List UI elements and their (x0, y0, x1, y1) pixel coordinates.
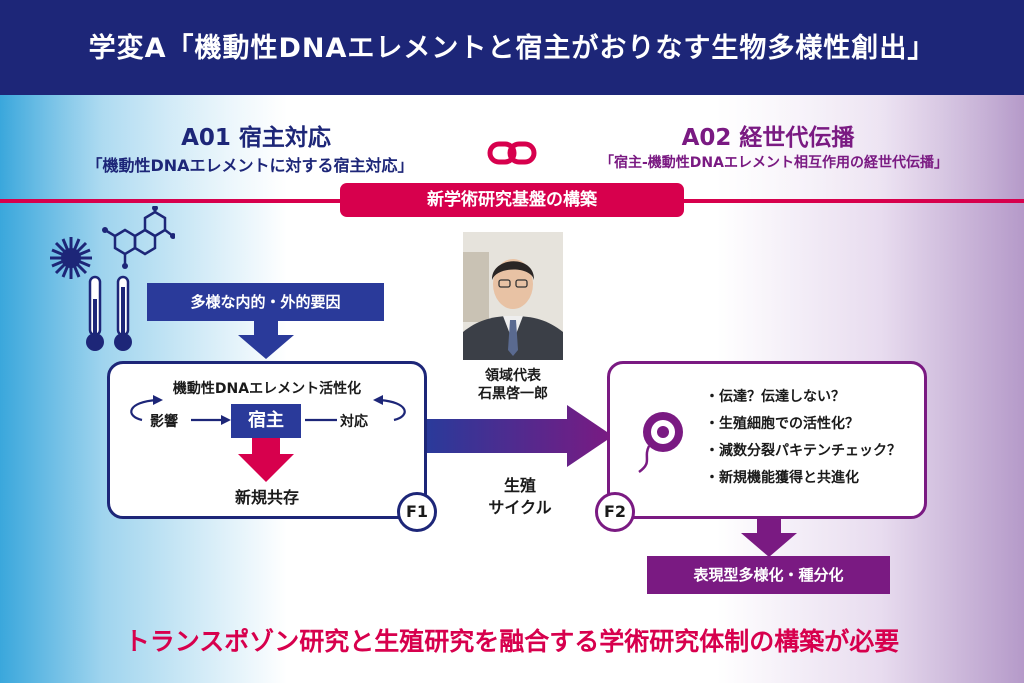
a01-title: A01 宿主対応 (181, 125, 331, 151)
factors-banner: 多様な内的・外的要因 (147, 283, 384, 321)
a02-subtitle: 「宿主-機動性DNAエレメント相互作用の経世代伝播」 (600, 155, 948, 171)
a02-title: A02 経世代伝播 (681, 125, 855, 151)
link-icon (487, 141, 537, 165)
cycle-line1: 生殖 (503, 476, 536, 495)
cycle-arrows (130, 395, 406, 425)
down-arrow-red (238, 438, 294, 482)
platform-label: 新学術研究基盤の構築 (340, 183, 684, 217)
page-title: 学変A「機動性DNAエレメントと宿主がおりなす生物多様性創出」 (88, 33, 936, 64)
a01-subtitle: 「機動性DNAエレメントに対する宿主対応」 (86, 156, 414, 175)
f2-item: ・新規機能獲得と共進化 (705, 470, 859, 486)
sperm-icon (638, 412, 683, 474)
down-arrow-blue (238, 321, 294, 359)
leader-name: 石黒啓一郎 (478, 386, 548, 402)
sun-icon (50, 237, 92, 279)
outcome-banner: 表現型多様化・種分化 (647, 556, 890, 594)
response-label: 対応 (340, 414, 368, 430)
f2-item: ・伝達？伝達しない？ (705, 389, 845, 405)
thermometer-icon (114, 275, 132, 351)
coexistence-label: 新規共存 (234, 488, 299, 507)
leader-role: 領域代表 (485, 368, 541, 384)
footer-message: トランスポゾン研究と生殖研究を融合する学術研究体制の構築が必要 (124, 627, 900, 656)
f1-badge: F1 (397, 492, 437, 532)
f2-badge: F2 (595, 492, 635, 532)
host-box: 宿主 (231, 404, 301, 438)
f2-item: ・生殖細胞での活性化？ (705, 416, 859, 432)
transmission-arrow (427, 405, 613, 467)
down-arrow-purple (741, 519, 797, 557)
molecule-icon (102, 206, 175, 269)
thermometer-icon (86, 275, 104, 351)
person-photo (463, 232, 563, 360)
activation-label: 機動性DNAエレメント活性化 (172, 381, 362, 397)
influence-label: 影響 (150, 414, 178, 430)
f2-item: ・減数分裂パキテンチェック？ (705, 443, 901, 459)
header-bar (0, 0, 1024, 95)
cycle-line2: サイクル (488, 498, 552, 517)
